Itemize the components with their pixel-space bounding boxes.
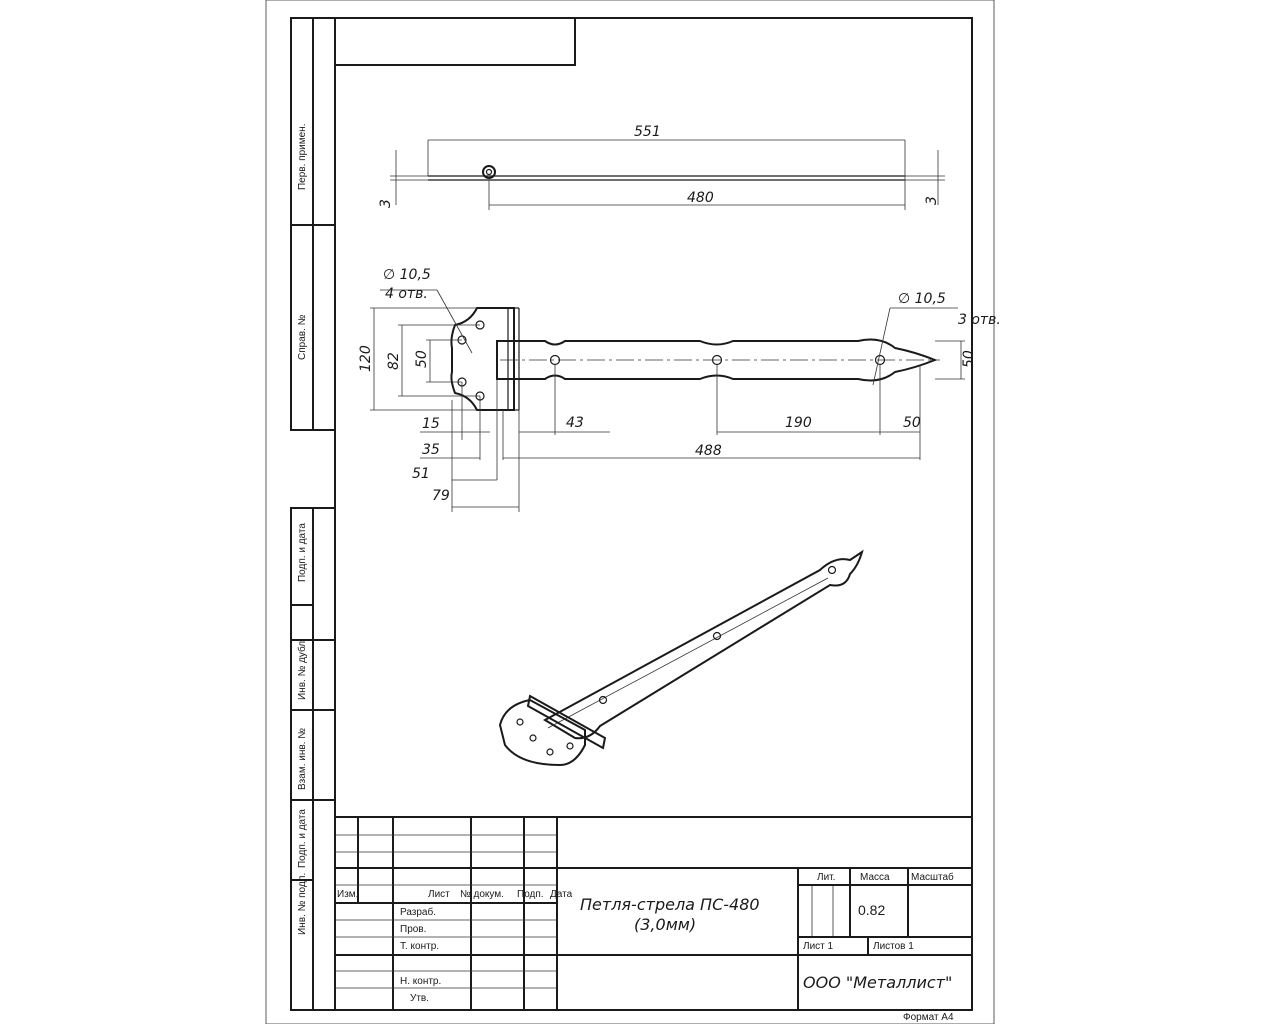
company-name: ООО "Металлист" xyxy=(803,973,952,992)
dim-488: 488 xyxy=(695,443,722,459)
hole xyxy=(874,354,886,366)
header-list: Лист xyxy=(428,889,450,900)
hinge-knuckle xyxy=(482,165,496,179)
role-prov: Пров. xyxy=(400,924,426,935)
note-hole-right-count: 3 отв. xyxy=(958,312,1001,328)
top-left-box xyxy=(335,18,576,66)
title-block: Изм. Лист № докум. Подп. Дата Разраб. Пр… xyxy=(335,816,972,1010)
sheet-outer-border xyxy=(265,0,995,1024)
dim-480: 480 xyxy=(687,190,714,206)
drawing-subtitle: (3,0мм) xyxy=(634,915,696,934)
header-data: Дата xyxy=(550,889,573,900)
side-label-vzam-inv: Взам. инв. № xyxy=(297,728,308,790)
dim-551: 551 xyxy=(634,124,661,140)
dim-50-bottom: 50 xyxy=(903,415,921,431)
header-ndoc: № докум. xyxy=(460,889,504,900)
side-label-podp-data-1: Подп. и дата xyxy=(297,523,308,582)
format-label: Формат А4 xyxy=(903,1012,954,1023)
header-izm: Изм. xyxy=(337,889,358,900)
dim-15: 15 xyxy=(422,416,440,432)
label-massa: Масса xyxy=(860,872,890,883)
dim-43: 43 xyxy=(566,415,584,431)
dim-82: 82 xyxy=(386,352,402,370)
strap xyxy=(496,338,938,382)
dim-190: 190 xyxy=(785,415,812,431)
note-hole-left-count: 4 отв. xyxy=(385,286,428,302)
side-label-perv-primen: Перв. примен. xyxy=(297,124,308,190)
dim-50-left: 50 xyxy=(414,350,430,368)
plan-view: ∅ 10,5 4 отв. ∅ 10,5 3 отв. 120 82 50 50 xyxy=(358,267,1001,512)
dim-35: 35 xyxy=(422,442,440,458)
role-t-kontr: Т. контр. xyxy=(400,941,439,952)
header-podp: Подп. xyxy=(517,889,544,900)
dim-3-right: 3 xyxy=(924,196,940,205)
label-lit: Лит. xyxy=(817,872,835,883)
hole xyxy=(549,354,561,366)
note-hole-right-diameter: ∅ 10,5 xyxy=(898,291,946,307)
dim-50-right: 50 xyxy=(961,350,977,368)
hole xyxy=(711,354,723,366)
dim-51: 51 xyxy=(412,466,430,482)
note-hole-left-diameter: ∅ 10,5 xyxy=(383,267,431,283)
label-masshtab: Масштаб xyxy=(911,871,954,883)
side-label-inv-podl: Инв. № подл. xyxy=(297,873,308,935)
role-utv: Утв. xyxy=(410,993,429,1004)
side-label-inv-dubl: Инв. № дубл. xyxy=(296,638,308,700)
drawing-title: Петля-стрела ПС-480 xyxy=(580,895,760,914)
hinge-plate xyxy=(450,307,515,411)
mass-value: 0.82 xyxy=(858,902,885,918)
side-view: 551 480 3 3 xyxy=(378,124,945,210)
role-razrab: Разраб. xyxy=(400,906,436,918)
sheet-count: Листов 1 xyxy=(873,941,914,952)
drawing-frame xyxy=(334,17,973,1011)
dim-79: 79 xyxy=(432,488,450,504)
left-side-strip: Перв. примен. Справ. № Подп. и дата Инв.… xyxy=(290,17,336,1011)
side-label-podp-data-2: Подп. и дата xyxy=(297,809,308,868)
sheet-number: Лист 1 xyxy=(803,941,834,952)
dim-120: 120 xyxy=(358,345,374,372)
isometric-view xyxy=(498,549,864,767)
role-n-kontr: Н. контр. xyxy=(400,976,441,987)
side-label-sprav-no: Справ. № xyxy=(297,314,308,360)
dim-3-left: 3 xyxy=(378,199,394,208)
